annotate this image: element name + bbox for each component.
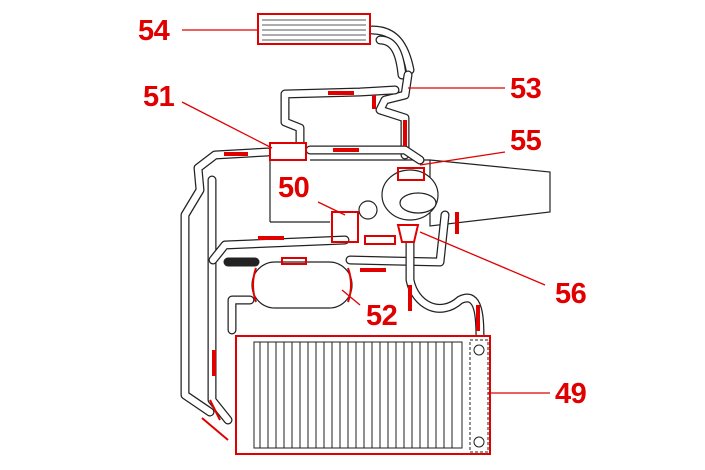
valve-51 — [269, 142, 307, 161]
label-56: 56 — [555, 278, 587, 310]
coolant-pipes — [180, 25, 485, 425]
radiator-49 — [235, 335, 491, 455]
reservoir-52 — [251, 257, 353, 309]
label-55: 55 — [510, 125, 542, 157]
heater-core-54 — [257, 13, 371, 45]
flow-arrows — [201, 91, 480, 441]
label-49: 49 — [555, 378, 587, 410]
pump-55 — [381, 167, 439, 243]
label-52: 52 — [366, 300, 398, 332]
label-53: 53 — [510, 73, 542, 105]
thermostat-50 — [331, 200, 396, 245]
label-51: 51 — [143, 81, 175, 113]
label-54: 54 — [138, 15, 170, 47]
label-50: 50 — [278, 172, 310, 204]
leader-lines — [181, 29, 550, 394]
